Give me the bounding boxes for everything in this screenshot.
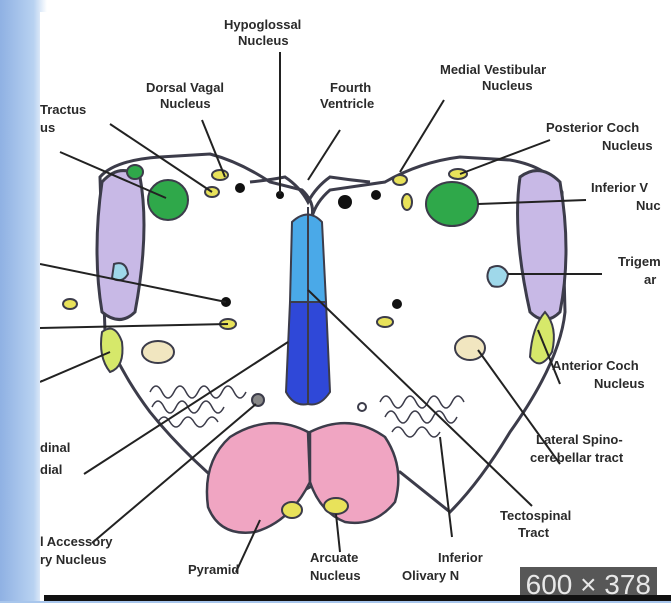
label-accessory-2: ry Nucleus <box>40 552 106 567</box>
label-anterior-coch-2: Nucleus <box>594 376 645 391</box>
left-small-cyan <box>112 263 128 280</box>
label-dorsal-vagal-2: Nucleus <box>160 96 211 111</box>
label-lateral-spino-1: Lateral Spino- <box>536 432 623 447</box>
label-dinal-1: dinal <box>40 440 70 455</box>
label-tectospinal-1: Tectospinal <box>500 508 571 523</box>
left-green-nucleus-upper <box>148 180 188 220</box>
label-trigem-1: Trigem <box>618 254 661 269</box>
right-pyramid <box>310 423 398 523</box>
label-tectospinal-2: Tract <box>518 525 550 540</box>
label-tractus-2: us <box>40 120 55 135</box>
label-left-fragment: . <box>40 370 44 385</box>
right-arcuate-nucleus <box>324 498 348 514</box>
label-inferior-v-2: Nuc <box>636 198 661 213</box>
left-dot-1 <box>235 183 245 193</box>
label-fourth-ventricle-1: Fourth <box>330 80 371 95</box>
label-fourth-ventricle-2: Ventricle <box>320 96 374 111</box>
yellow-nucleus-right-inner <box>377 317 393 327</box>
yellow-nucleus-r2 <box>402 194 412 210</box>
right-green-nucleus <box>426 182 478 226</box>
label-hypoglossal-1: Hypoglossal <box>224 17 301 32</box>
trigeminal-cyan <box>487 266 508 287</box>
label-hypoglossal-2: Nucleus <box>238 33 289 48</box>
label-inferior-olivary-2: Olivary N <box>402 568 459 583</box>
left-lateral-yellowgreen <box>101 329 123 372</box>
left-green-nucleus-small <box>127 165 143 179</box>
left-beige-nucleus <box>142 341 174 363</box>
label-trigem-2: ar <box>644 272 656 287</box>
right-dot-big <box>338 195 352 209</box>
yellow-nucleus-l1 <box>212 170 228 180</box>
label-posterior-coch-1: Posterior Coch <box>546 120 639 135</box>
yellow-nucleus-r1 <box>393 175 407 185</box>
yellow-nucleus-r3 <box>449 169 467 179</box>
right-inner-dot <box>392 299 402 309</box>
label-accessory-1: l Accessory <box>40 534 113 549</box>
label-arcuate-2: Nucleus <box>310 568 361 583</box>
label-inferior-v-1: Inferior V <box>591 180 648 195</box>
left-arcuate-nucleus <box>282 502 302 518</box>
yellow-nucleus-left-lateral <box>63 299 77 309</box>
label-pyramid: Pyramid <box>188 562 239 577</box>
label-dorsal-vagal-1: Dorsal Vagal <box>146 80 224 95</box>
bottom-bar <box>44 595 671 601</box>
left-olive-dot <box>252 394 264 406</box>
label-anterior-coch-1: Anterior Coch <box>552 358 639 373</box>
label-medial-vestibular-1: Medial Vestibular <box>440 62 546 77</box>
label-dinal-2: dial <box>40 462 62 477</box>
right-dot-small <box>371 190 381 200</box>
medulla-diagram: Hypoglossal Nucleus Dorsal Vagal Nucleus… <box>40 12 671 601</box>
label-tractus-1: Tractus <box>40 102 86 117</box>
label-arcuate-1: Arcuate <box>310 550 358 565</box>
right-olive-dot <box>358 403 366 411</box>
label-lateral-spino-2: cerebellar tract <box>530 450 624 465</box>
right-beige-nucleus <box>455 336 485 360</box>
label-posterior-coch-2: Nucleus <box>602 138 653 153</box>
label-medial-vestibular-2: Nucleus <box>482 78 533 93</box>
label-inferior-olivary-1: Inferior <box>438 550 483 565</box>
left-lavender-body <box>97 171 144 320</box>
diagram-panel: Hypoglossal Nucleus Dorsal Vagal Nucleus… <box>40 12 671 601</box>
